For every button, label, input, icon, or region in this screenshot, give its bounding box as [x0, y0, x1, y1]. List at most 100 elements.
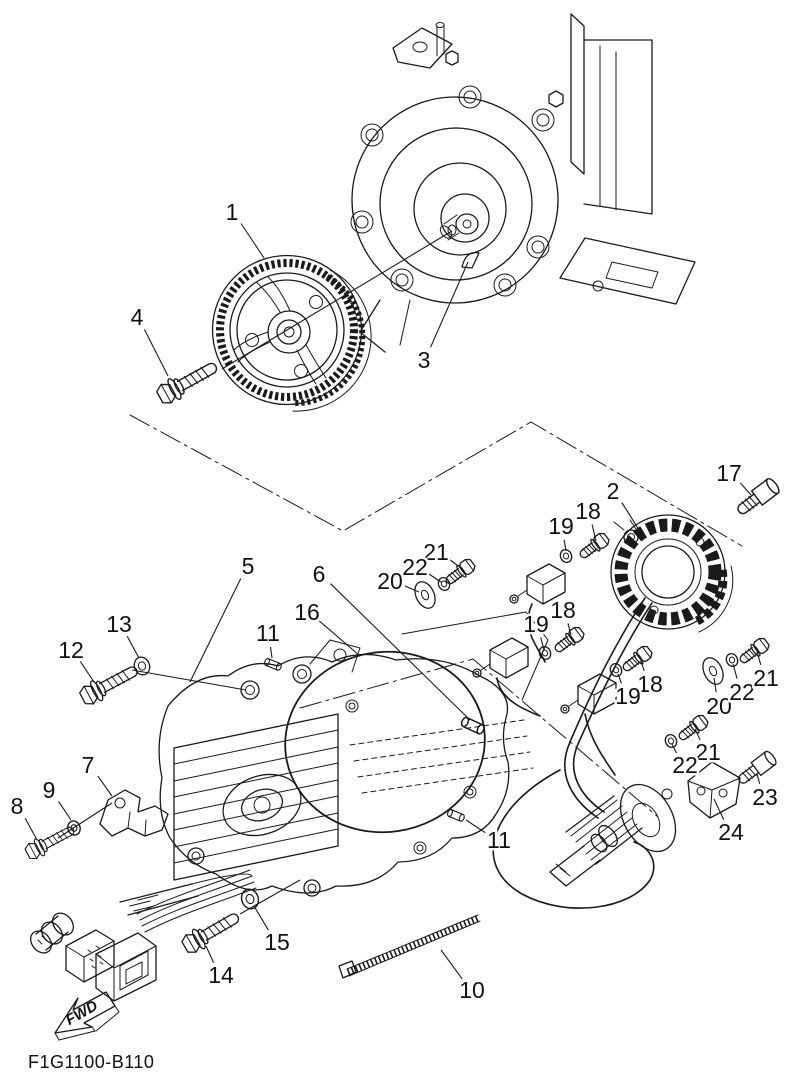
- washer-20a: [410, 577, 440, 613]
- bolt-23: [734, 749, 779, 789]
- callout-19: 19: [548, 513, 574, 539]
- callout-leader: [430, 261, 469, 348]
- callout-1: 1: [226, 199, 239, 225]
- callout-2: 2: [607, 478, 620, 504]
- callout-5: 5: [242, 553, 255, 579]
- callout-leader: [79, 661, 95, 683]
- screw-18b: [551, 624, 587, 657]
- bolt-8: [22, 820, 79, 863]
- centerline-upper: [129, 414, 743, 547]
- callout-leader: [143, 329, 169, 377]
- callout-leader: [567, 623, 572, 636]
- bolt14-axis: [239, 879, 301, 915]
- callout-14: 14: [208, 962, 234, 988]
- lead-wire-loop: [492, 769, 655, 909]
- bolt8-axis: [57, 802, 113, 839]
- crank-axis-line: [221, 230, 453, 370]
- clamp-bracket: [99, 789, 169, 837]
- stator-assembly: [564, 514, 734, 819]
- callout-16: 16: [294, 599, 320, 625]
- callout-leader: [428, 573, 442, 583]
- callout-18: 18: [637, 671, 663, 697]
- callout-leader: [189, 578, 242, 683]
- callout-leader: [671, 743, 678, 754]
- bolt-14: [178, 906, 244, 958]
- flywheel-bolt: [153, 355, 223, 408]
- callout-leader: [330, 583, 471, 721]
- callout-leader: [240, 223, 265, 259]
- diagram-code: F1G1100-B110: [28, 1052, 154, 1072]
- callout-21: 21: [753, 665, 779, 691]
- wiring-harness: [30, 869, 257, 1002]
- fwd-label: FWD: [63, 997, 101, 1029]
- callout-22: 22: [402, 554, 428, 580]
- washer-22a: [435, 575, 453, 593]
- callout-leader: [756, 651, 762, 665]
- screw-21b: [736, 635, 772, 668]
- callout-leader: [739, 482, 752, 496]
- callout-23: 23: [752, 784, 778, 810]
- callout-12: 12: [58, 637, 84, 663]
- callout-leader: [449, 559, 462, 569]
- callout-leader: [465, 819, 486, 834]
- cable-tie: [338, 914, 481, 979]
- dowel-pin-lower: [446, 808, 466, 823]
- callout-leader: [640, 660, 645, 672]
- callout-24: 24: [718, 819, 744, 845]
- bolt-12: [76, 659, 143, 709]
- bolt12-axis: [131, 669, 247, 691]
- callout-21: 21: [423, 539, 449, 565]
- callout-leader: [540, 637, 545, 651]
- callout-leader: [591, 524, 597, 542]
- regulator-bracket: [687, 761, 741, 819]
- callout-19: 19: [523, 611, 549, 637]
- callout-leader: [24, 817, 38, 841]
- washer-22b: [723, 651, 741, 669]
- callout-8: 8: [11, 793, 24, 819]
- callout-22: 22: [729, 679, 755, 705]
- callout-3: 3: [418, 347, 431, 373]
- centerline-lower: [299, 658, 659, 818]
- washer-13: [131, 654, 153, 678]
- callout-leader: [713, 677, 717, 693]
- screw-18a: [576, 530, 612, 563]
- pulser-coils: [472, 563, 617, 776]
- callout-leader: [621, 502, 642, 534]
- callout-18: 18: [550, 597, 576, 623]
- callout-leader: [713, 798, 725, 820]
- callout-leader: [58, 800, 72, 821]
- callout-10: 10: [459, 977, 485, 1003]
- callout-leader: [732, 663, 738, 679]
- callout-11: 11: [256, 620, 280, 646]
- callout-leader: [205, 945, 215, 963]
- callout-leader: [404, 585, 420, 593]
- callout-20: 20: [706, 693, 732, 719]
- harness-grommet-flange: [549, 783, 677, 887]
- callout-7: 7: [82, 752, 95, 778]
- callout-21: 21: [695, 739, 721, 765]
- crankcase-assembly: [350, 13, 696, 353]
- callout-leader: [756, 773, 761, 784]
- flywheel-magneto: [211, 254, 372, 412]
- callout-leader: [563, 539, 567, 552]
- callout-19: 19: [615, 683, 641, 709]
- callout-leader: [440, 949, 463, 980]
- callout-leader: [318, 620, 361, 657]
- callout-13: 13: [106, 611, 132, 637]
- washer-22c: [662, 732, 680, 750]
- callout-11: 11: [487, 827, 511, 853]
- callout-leader: [97, 775, 113, 797]
- generator-cover: [158, 611, 549, 897]
- callout-9: 9: [43, 777, 56, 803]
- callout-leader: [694, 728, 701, 741]
- callout-leader: [253, 905, 269, 931]
- callout-18: 18: [575, 498, 601, 524]
- callout-17: 17: [716, 460, 742, 486]
- callout-20: 20: [377, 568, 403, 594]
- callout-6: 6: [313, 561, 326, 587]
- callout-22: 22: [672, 752, 698, 778]
- woodruff-key: [461, 251, 480, 269]
- callout-4: 4: [131, 304, 144, 330]
